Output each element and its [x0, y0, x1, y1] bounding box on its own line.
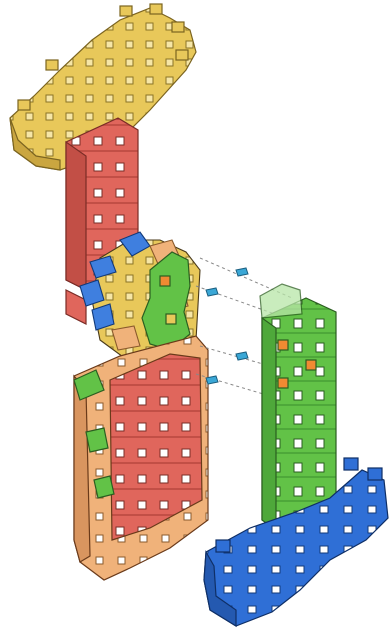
bottom-orange-red-slab: [74, 336, 208, 580]
connector-pegs: [206, 268, 248, 384]
green-tower: [260, 284, 336, 530]
